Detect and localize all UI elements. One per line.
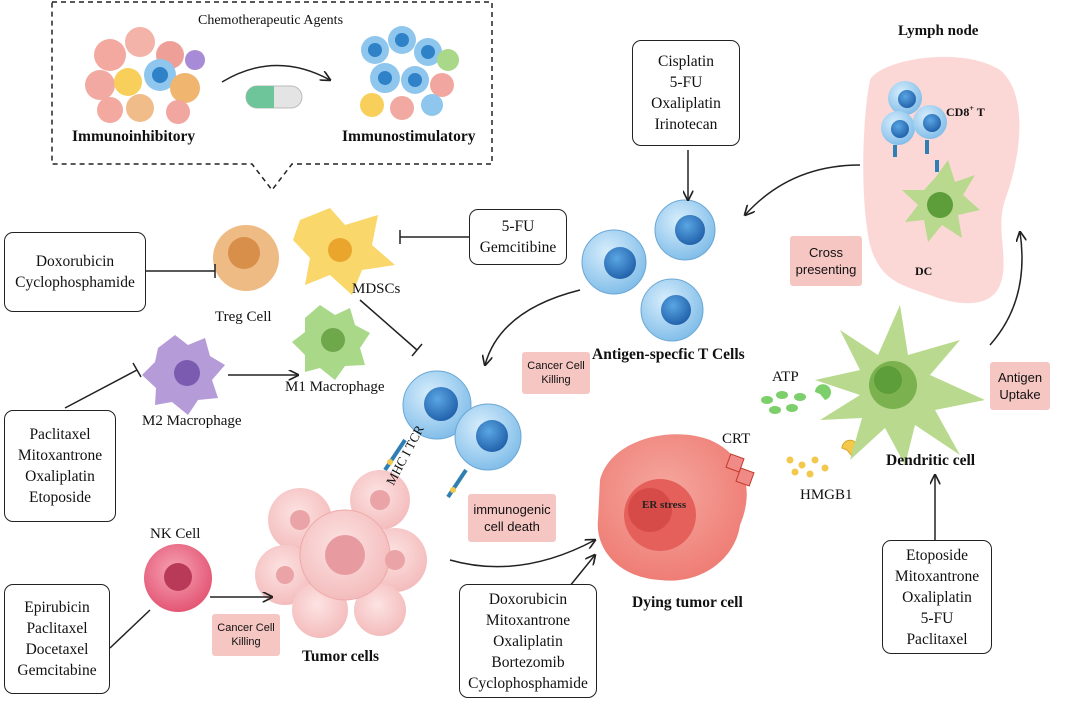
lymph-node-label: Lymph node <box>898 23 979 39</box>
m2-macrophage-label: M2 Macrophage <box>142 413 242 429</box>
lymph-dc-icon <box>902 160 980 242</box>
tumor-cells-icon <box>255 470 427 638</box>
tumor-cells-label: Tumor cells <box>302 648 380 665</box>
dying-tumor-cell-label: Dying tumor cell <box>632 594 743 611</box>
immunoinhibitory-cluster-icon <box>85 27 205 124</box>
immunostimulatory-cluster-icon <box>360 26 459 120</box>
dc-label: DC <box>915 264 933 278</box>
dying-tumor-cell-icon <box>597 434 755 581</box>
treg-cell-icon <box>213 225 279 291</box>
dendritic-cell-label: Dendritic cell <box>886 452 976 469</box>
cd8-t-label: CD8+ T <box>946 104 985 119</box>
mdsc-icon <box>293 208 395 295</box>
hmgb1-particles-icon <box>786 439 859 478</box>
antigen-t-cells-label: Antigen-specfic T Cells <box>592 346 745 363</box>
inhibit-m2 <box>64 369 138 409</box>
arrow-nk-drugs <box>109 609 151 649</box>
arrow-lymph-to-tcells <box>745 164 861 215</box>
arrow-tcells-to-killers <box>485 289 581 365</box>
arrow-tumor-to-dying <box>449 540 595 568</box>
cd8-t-cell-icon <box>881 81 947 157</box>
arrow-dc-to-lymph <box>989 232 1022 346</box>
m1-macrophage-label: M1 Macrophage <box>285 379 385 395</box>
mdscs-label: MDSCs <box>352 281 401 297</box>
lymph-node <box>863 56 1020 304</box>
m2-macrophage-icon <box>142 335 225 415</box>
er-stress-label: ER stress <box>642 499 687 511</box>
m1-macrophage-icon <box>292 305 370 380</box>
immunostimulatory-label: Immunostimulatory <box>342 128 476 145</box>
pill-icon <box>245 85 303 109</box>
header-panel <box>51 1 493 192</box>
crt-label: CRT <box>722 431 751 447</box>
header-arrow <box>221 64 330 83</box>
antigen-specific-t-cells-icon <box>581 199 716 342</box>
atp-label: ATP <box>772 369 799 385</box>
hmgb1-label: HMGB1 <box>800 487 853 503</box>
nk-cell-label: NK Cell <box>150 526 201 542</box>
immunoinhibitory-label: Immunoinhibitory <box>72 128 196 145</box>
killer-t-cells-icon <box>383 370 522 499</box>
treg-label: Treg Cell <box>215 309 272 325</box>
dendritic-cell-icon <box>815 305 985 465</box>
header-title: Chemotherapeutic Agents <box>198 13 344 28</box>
atp-particles-icon <box>761 384 831 414</box>
nk-cell-icon <box>144 544 212 612</box>
inhibit-killers <box>359 299 418 351</box>
